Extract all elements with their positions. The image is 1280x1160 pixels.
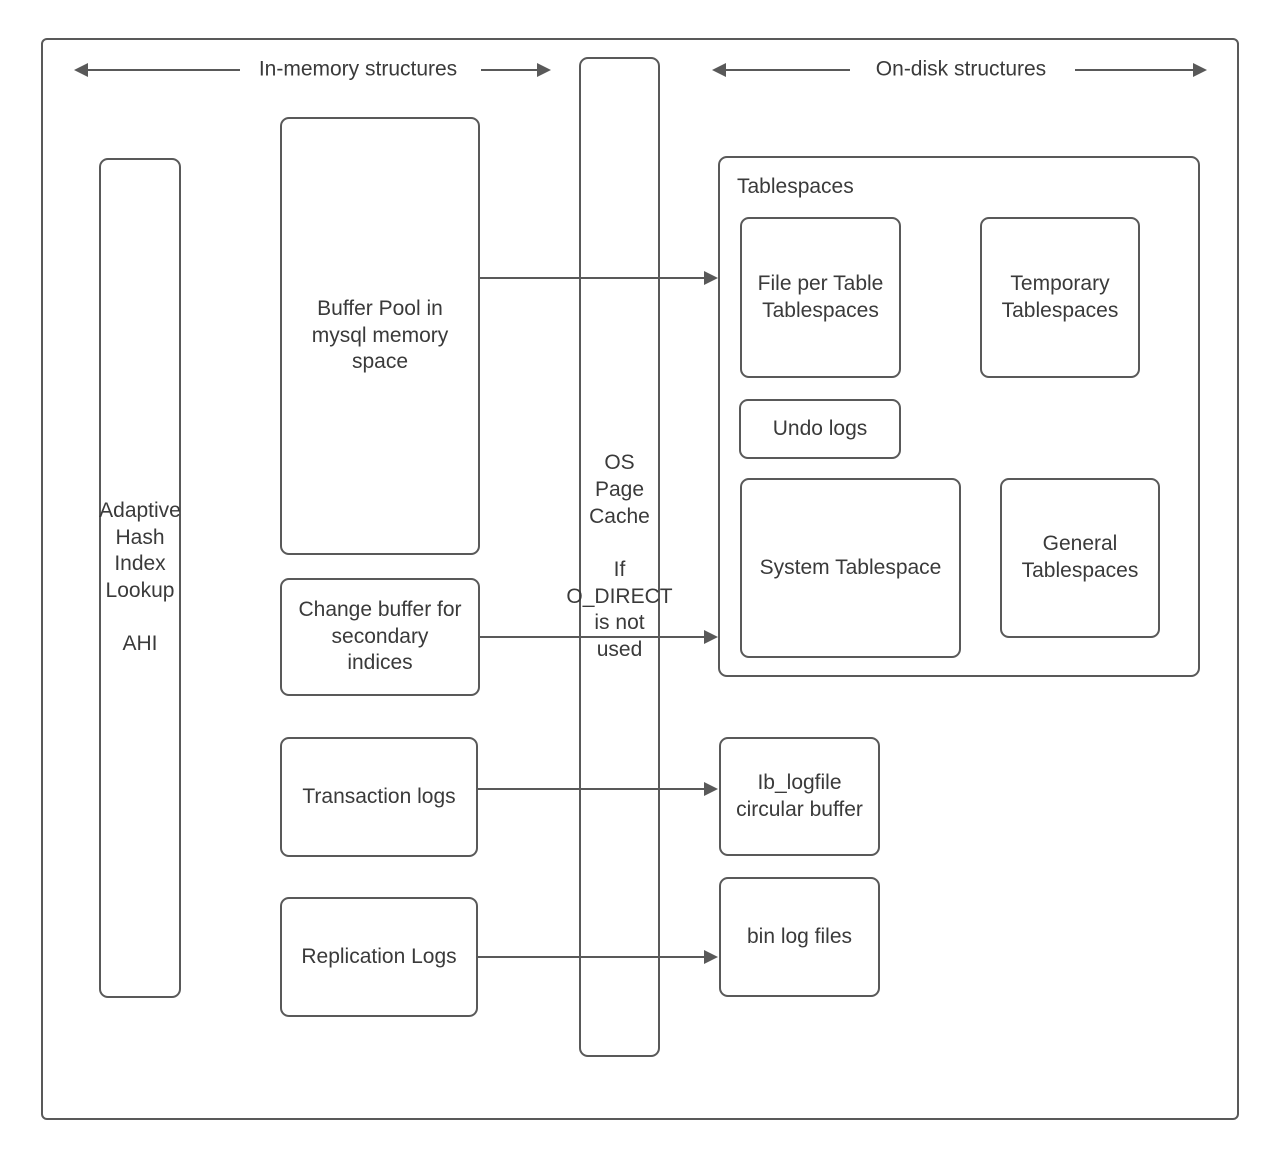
in-memory-right-arrow-line <box>481 69 537 71</box>
arrow-change-buffer-to-tablespaces <box>478 636 704 638</box>
node-undo-logs: Undo logs <box>739 399 901 459</box>
node-transaction-logs: Transaction logs <box>280 737 478 857</box>
right-arrowhead-icon <box>704 271 718 285</box>
right-arrowhead-icon <box>704 782 718 796</box>
node-bin-log-files: bin log files <box>719 877 880 997</box>
on-disk-right-arrow-line <box>1075 69 1193 71</box>
in-memory-section-label: In-memory structures <box>258 57 458 81</box>
node-replication-logs: Replication Logs <box>280 897 478 1017</box>
left-arrowhead-icon <box>712 63 726 77</box>
node-file-per-table-tablespaces: File per Table Tablespaces <box>740 217 901 378</box>
node-general-tablespaces: General Tablespaces <box>1000 478 1160 638</box>
right-arrowhead-icon <box>1193 63 1207 77</box>
node-change-buffer: Change buffer for secondary indices <box>280 578 480 696</box>
tablespaces-label: Tablespaces <box>737 175 854 198</box>
node-ib-logfile-circular-buffer: Ib_logfile circular buffer <box>719 737 880 856</box>
right-arrowhead-icon <box>704 950 718 964</box>
arrow-transaction-logs-to-ib-logfile <box>476 788 704 790</box>
on-disk-section-label: On-disk structures <box>875 57 1047 81</box>
node-system-tablespace: System Tablespace <box>740 478 961 658</box>
in-memory-left-arrow-line <box>88 69 240 71</box>
node-buffer-pool: Buffer Pool in mysql memory space <box>280 117 480 555</box>
left-arrowhead-icon <box>74 63 88 77</box>
arrow-replication-logs-to-bin-log-files <box>476 956 704 958</box>
node-os-page-cache: OS Page Cache If O_DIRECT is not used <box>566 57 673 1057</box>
node-temporary-tablespaces: Temporary Tablespaces <box>980 217 1140 378</box>
right-arrowhead-icon <box>537 63 551 77</box>
node-adaptive-hash-index: Adaptive Hash Index Lookup AHI <box>99 158 181 998</box>
on-disk-left-arrow-line <box>726 69 850 71</box>
arrow-buffer-pool-to-tablespaces <box>478 277 704 279</box>
right-arrowhead-icon <box>704 630 718 644</box>
